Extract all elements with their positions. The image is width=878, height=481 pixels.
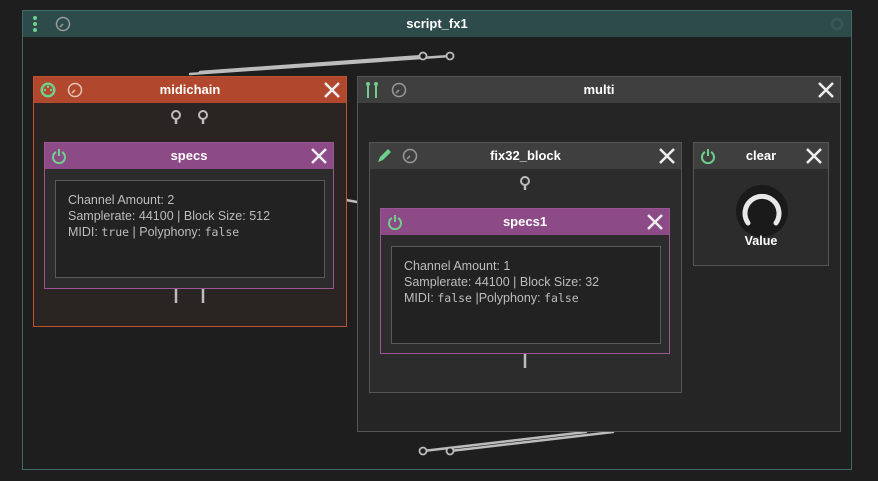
specs-header[interactable]: specs	[45, 143, 333, 169]
specs-node: specs Channel Amount: 2 Samplerate: 4410…	[44, 142, 334, 289]
blocksize-label: Block Size:	[183, 209, 246, 223]
samplerate-line: Samplerate: 44100 | Block Size: 32	[404, 274, 599, 290]
input-port-left[interactable]	[170, 110, 182, 124]
midi-value: false	[437, 291, 472, 305]
midichain-header[interactable]: midichain	[34, 77, 346, 103]
separator: |	[177, 209, 181, 223]
power-icon[interactable]	[51, 148, 67, 164]
samplerate-line: Samplerate: 44100 | Block Size: 512	[68, 208, 270, 224]
multi-title: multi	[583, 82, 615, 97]
value-knob[interactable]	[734, 183, 790, 239]
blocksize-label: Block Size:	[519, 275, 582, 289]
specs1-node: specs1 Channel Amount: 1 Samplerate: 441…	[380, 208, 670, 354]
midi-label: MIDI:	[404, 291, 434, 305]
channel-amount-line: Channel Amount: 2	[68, 192, 174, 208]
channel-amount-value: 2	[167, 193, 175, 207]
close-icon[interactable]	[816, 80, 836, 100]
separator: |	[513, 275, 517, 289]
multi-channel-icon[interactable]	[364, 81, 380, 99]
clock-icon[interactable]	[391, 82, 407, 98]
multi-header[interactable]: multi	[358, 77, 840, 103]
samplerate-value: 44100	[474, 275, 510, 289]
midi-label: MIDI:	[68, 225, 98, 239]
input-port[interactable]	[519, 176, 531, 190]
settings-gear-icon[interactable]	[829, 16, 845, 32]
fix32-block-title: fix32_block	[490, 148, 561, 163]
pencil-icon[interactable]	[376, 148, 392, 164]
samplerate-label: Samplerate:	[404, 275, 472, 289]
channel-amount-label: Channel Amount:	[404, 259, 500, 273]
clock-icon[interactable]	[402, 148, 418, 164]
root-node: script_fx1	[22, 10, 852, 470]
clock-icon[interactable]	[67, 82, 83, 98]
channel-amount-value: 1	[503, 259, 511, 273]
input-port-right[interactable]	[197, 110, 209, 124]
root-header[interactable]: script_fx1	[23, 11, 851, 37]
midichain-title: midichain	[159, 82, 221, 97]
power-icon[interactable]	[700, 148, 716, 164]
close-icon[interactable]	[804, 146, 824, 166]
close-icon[interactable]	[309, 146, 329, 166]
clear-node: clear Value	[693, 142, 829, 266]
clear-header[interactable]: clear	[694, 143, 828, 169]
separator: |	[132, 225, 136, 239]
polyphony-value: false	[204, 225, 240, 239]
channel-amount-line: Channel Amount: 1	[404, 258, 510, 274]
midi-icon[interactable]	[39, 81, 57, 99]
output-port-right[interactable]	[197, 289, 209, 303]
channel-amount-label: Channel Amount:	[68, 193, 164, 207]
specs-display: Channel Amount: 2 Samplerate: 44100 | Bl…	[55, 180, 325, 278]
blocksize-value: 32	[585, 275, 600, 289]
close-icon[interactable]	[657, 146, 677, 166]
midi-line: MIDI: false |Polyphony: false	[404, 290, 579, 306]
clear-title: clear	[745, 148, 777, 163]
clock-icon[interactable]	[55, 16, 71, 32]
specs1-display: Channel Amount: 1 Samplerate: 44100 | Bl…	[391, 246, 661, 344]
polyphony-label: Polyphony:	[139, 225, 202, 239]
separator: |	[475, 291, 479, 305]
samplerate-label: Samplerate:	[68, 209, 136, 223]
specs1-header[interactable]: specs1	[381, 209, 669, 235]
root-title: script_fx1	[406, 16, 468, 31]
output-port[interactable]	[519, 354, 531, 368]
polyphony-label: Polyphony:	[478, 291, 541, 305]
close-icon[interactable]	[645, 212, 665, 232]
midi-value: true	[101, 225, 130, 239]
output-port-left[interactable]	[170, 289, 182, 303]
power-icon[interactable]	[387, 214, 403, 230]
knob-label: Value	[744, 234, 778, 248]
specs1-title: specs1	[502, 214, 548, 229]
drag-handle-icon[interactable]	[31, 15, 39, 33]
midi-line: MIDI: true | Polyphony: false	[68, 224, 239, 240]
specs-title: specs	[170, 148, 208, 163]
close-icon[interactable]	[322, 80, 342, 100]
samplerate-value: 44100	[138, 209, 174, 223]
blocksize-value: 512	[249, 209, 271, 223]
polyphony-value: false	[544, 291, 579, 305]
fix32-block-header[interactable]: fix32_block	[370, 143, 681, 169]
